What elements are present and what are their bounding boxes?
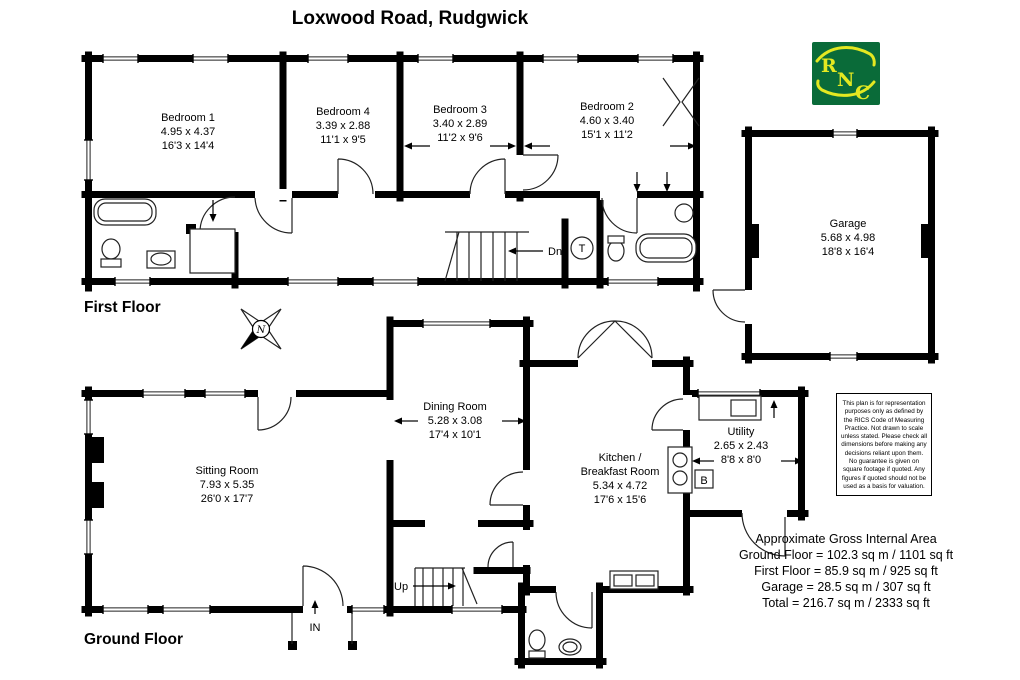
ground-floor-label: Ground Floor xyxy=(84,631,184,648)
door-openings xyxy=(230,155,787,615)
basin2-icon xyxy=(674,203,694,223)
room-size-metric: 5.28 x 3.08 xyxy=(427,415,483,427)
room-label-bedroom1: Bedroom 1 4.95 x 4.37 16'3 x 14'4 xyxy=(128,111,248,153)
disclaimer-box: This plan is for representation purposes… xyxy=(836,393,932,496)
stairs-up-label: Up xyxy=(394,581,408,593)
windows xyxy=(84,54,858,614)
gross-internal-area: Approximate Gross Internal Area Ground F… xyxy=(700,531,992,611)
room-name: Kitchen / xyxy=(598,452,642,464)
cooker-ring-1 xyxy=(672,452,688,468)
boiler-label: B xyxy=(700,475,707,487)
toilet2-cistern xyxy=(607,235,625,244)
room-size-metric: 3.39 x 2.88 xyxy=(315,120,371,132)
kitchen-sink-bowl-2 xyxy=(635,574,655,587)
porch-post-right xyxy=(348,641,357,650)
room-size-imperial: 8'8 x 8'0 xyxy=(720,454,762,466)
room-size-metric: 5.34 x 4.72 xyxy=(592,480,648,492)
logo-swoosh-bottom xyxy=(816,79,876,97)
porch-post-left xyxy=(288,641,297,650)
area-garage: Garage = 28.5 sq m / 307 sq ft xyxy=(761,580,931,594)
logo: R N C xyxy=(812,42,880,105)
room-size-imperial: 16'3 x 14'4 xyxy=(161,140,215,152)
fixtures xyxy=(93,198,762,659)
boiler-icon xyxy=(694,469,714,489)
tank-cupboard-icon xyxy=(570,236,594,260)
garage-pier-right xyxy=(921,224,935,258)
room-size-metric: 4.60 x 3.40 xyxy=(579,115,635,127)
logo-letter-c: C xyxy=(855,82,870,104)
utility-sink-bowl xyxy=(730,399,757,417)
bath2-inner xyxy=(639,237,693,259)
chimney-tab-lower xyxy=(92,482,104,508)
compass-icon: N xyxy=(240,308,282,350)
logo-letter-n: N xyxy=(837,69,854,91)
room-size-imperial: 11'2 x 9'6 xyxy=(437,132,483,144)
stair-risers xyxy=(422,232,518,606)
toilet-icon xyxy=(101,238,121,260)
first-floor-label: First Floor xyxy=(84,299,161,316)
garage-pier-left xyxy=(745,224,759,258)
room-label-utility: Utility 2.65 x 2.43 8'8 x 8'0 xyxy=(681,425,801,467)
room-label-kitchen: Kitchen / Breakfast Room 5.34 x 4.72 17'… xyxy=(555,451,685,507)
wc-basin-bowl xyxy=(562,641,578,653)
room-name: Utility xyxy=(727,426,755,438)
wc-toilet-base xyxy=(528,650,546,659)
compass-north-label: N xyxy=(256,325,267,336)
room-name: Bedroom 2 xyxy=(580,101,634,113)
toilet-base xyxy=(100,258,122,268)
kitchen-sink-bowl-1 xyxy=(613,574,633,587)
logo-letter-r: R xyxy=(821,55,837,77)
area-total: Total = 216.7 sq m / 2333 sq ft xyxy=(762,596,930,610)
wc-toilet-icon xyxy=(528,629,546,651)
room-name: Dining Room xyxy=(423,401,487,413)
room-name-2: Breakfast Room xyxy=(580,466,660,478)
shower-icon xyxy=(189,228,236,274)
room-size-metric: 2.65 x 2.43 xyxy=(713,440,769,452)
room-name: Bedroom 3 xyxy=(433,104,487,116)
room-size-imperial: 18'8 x 16'4 xyxy=(821,246,875,258)
toilet2-icon xyxy=(607,240,625,262)
room-size-imperial: 26'0 x 17'7 xyxy=(200,493,254,505)
page-title: Loxwood Road, Rudgwick xyxy=(291,8,529,29)
room-label-bedroom2: Bedroom 2 4.60 x 3.40 15'1 x 11'2 xyxy=(547,100,667,142)
room-name: Sitting Room xyxy=(195,465,259,477)
room-name: Garage xyxy=(829,218,867,230)
chimney-tab-upper xyxy=(92,437,104,463)
room-label-sitting-room: Sitting Room 7.93 x 5.35 26'0 x 17'7 xyxy=(167,464,287,506)
area-heading: Approximate Gross Internal Area xyxy=(755,532,937,546)
room-size-metric: 4.95 x 4.37 xyxy=(160,126,216,138)
room-label-bedroom3: Bedroom 3 3.40 x 2.89 11'2 x 9'6 xyxy=(400,103,520,145)
area-first-floor: First Floor = 85.9 sq m / 925 sq ft xyxy=(754,564,938,578)
logo-background xyxy=(812,42,880,105)
tank-label: T xyxy=(579,243,586,255)
area-ground-floor: Ground Floor = 102.3 sq m / 1101 sq ft xyxy=(738,548,954,562)
wall-piers xyxy=(92,224,935,650)
entrance-label: IN xyxy=(310,622,321,634)
room-label-dining-room: Dining Room 5.28 x 3.08 17'4 x 10'1 xyxy=(395,400,515,442)
room-size-imperial: 17'6 x 15'6 xyxy=(593,494,647,506)
cooker-ring-2 xyxy=(672,470,688,486)
room-size-metric: 5.68 x 4.98 xyxy=(820,232,876,244)
room-size-metric: 3.40 x 2.89 xyxy=(432,118,488,130)
logo-swoosh-top xyxy=(815,46,876,67)
room-size-imperial: 15'1 x 11'2 xyxy=(581,129,633,141)
room-size-imperial: 17'4 x 10'1 xyxy=(428,429,482,441)
room-label-garage: Garage 5.68 x 4.98 18'8 x 16'4 xyxy=(788,217,908,259)
dimension-arrows xyxy=(209,142,803,614)
bath-inner xyxy=(97,202,153,222)
room-size-imperial: 11'1 x 9'5 xyxy=(320,134,366,146)
stairs-down-label: Dn xyxy=(548,246,562,258)
room-name: Bedroom 1 xyxy=(161,112,215,124)
room-name: Bedroom 4 xyxy=(316,106,370,118)
basin-bowl xyxy=(150,252,172,266)
room-label-bedroom4: Bedroom 4 3.39 x 2.88 11'1 x 9'5 xyxy=(283,105,403,147)
room-size-metric: 7.93 x 5.35 xyxy=(199,479,255,491)
